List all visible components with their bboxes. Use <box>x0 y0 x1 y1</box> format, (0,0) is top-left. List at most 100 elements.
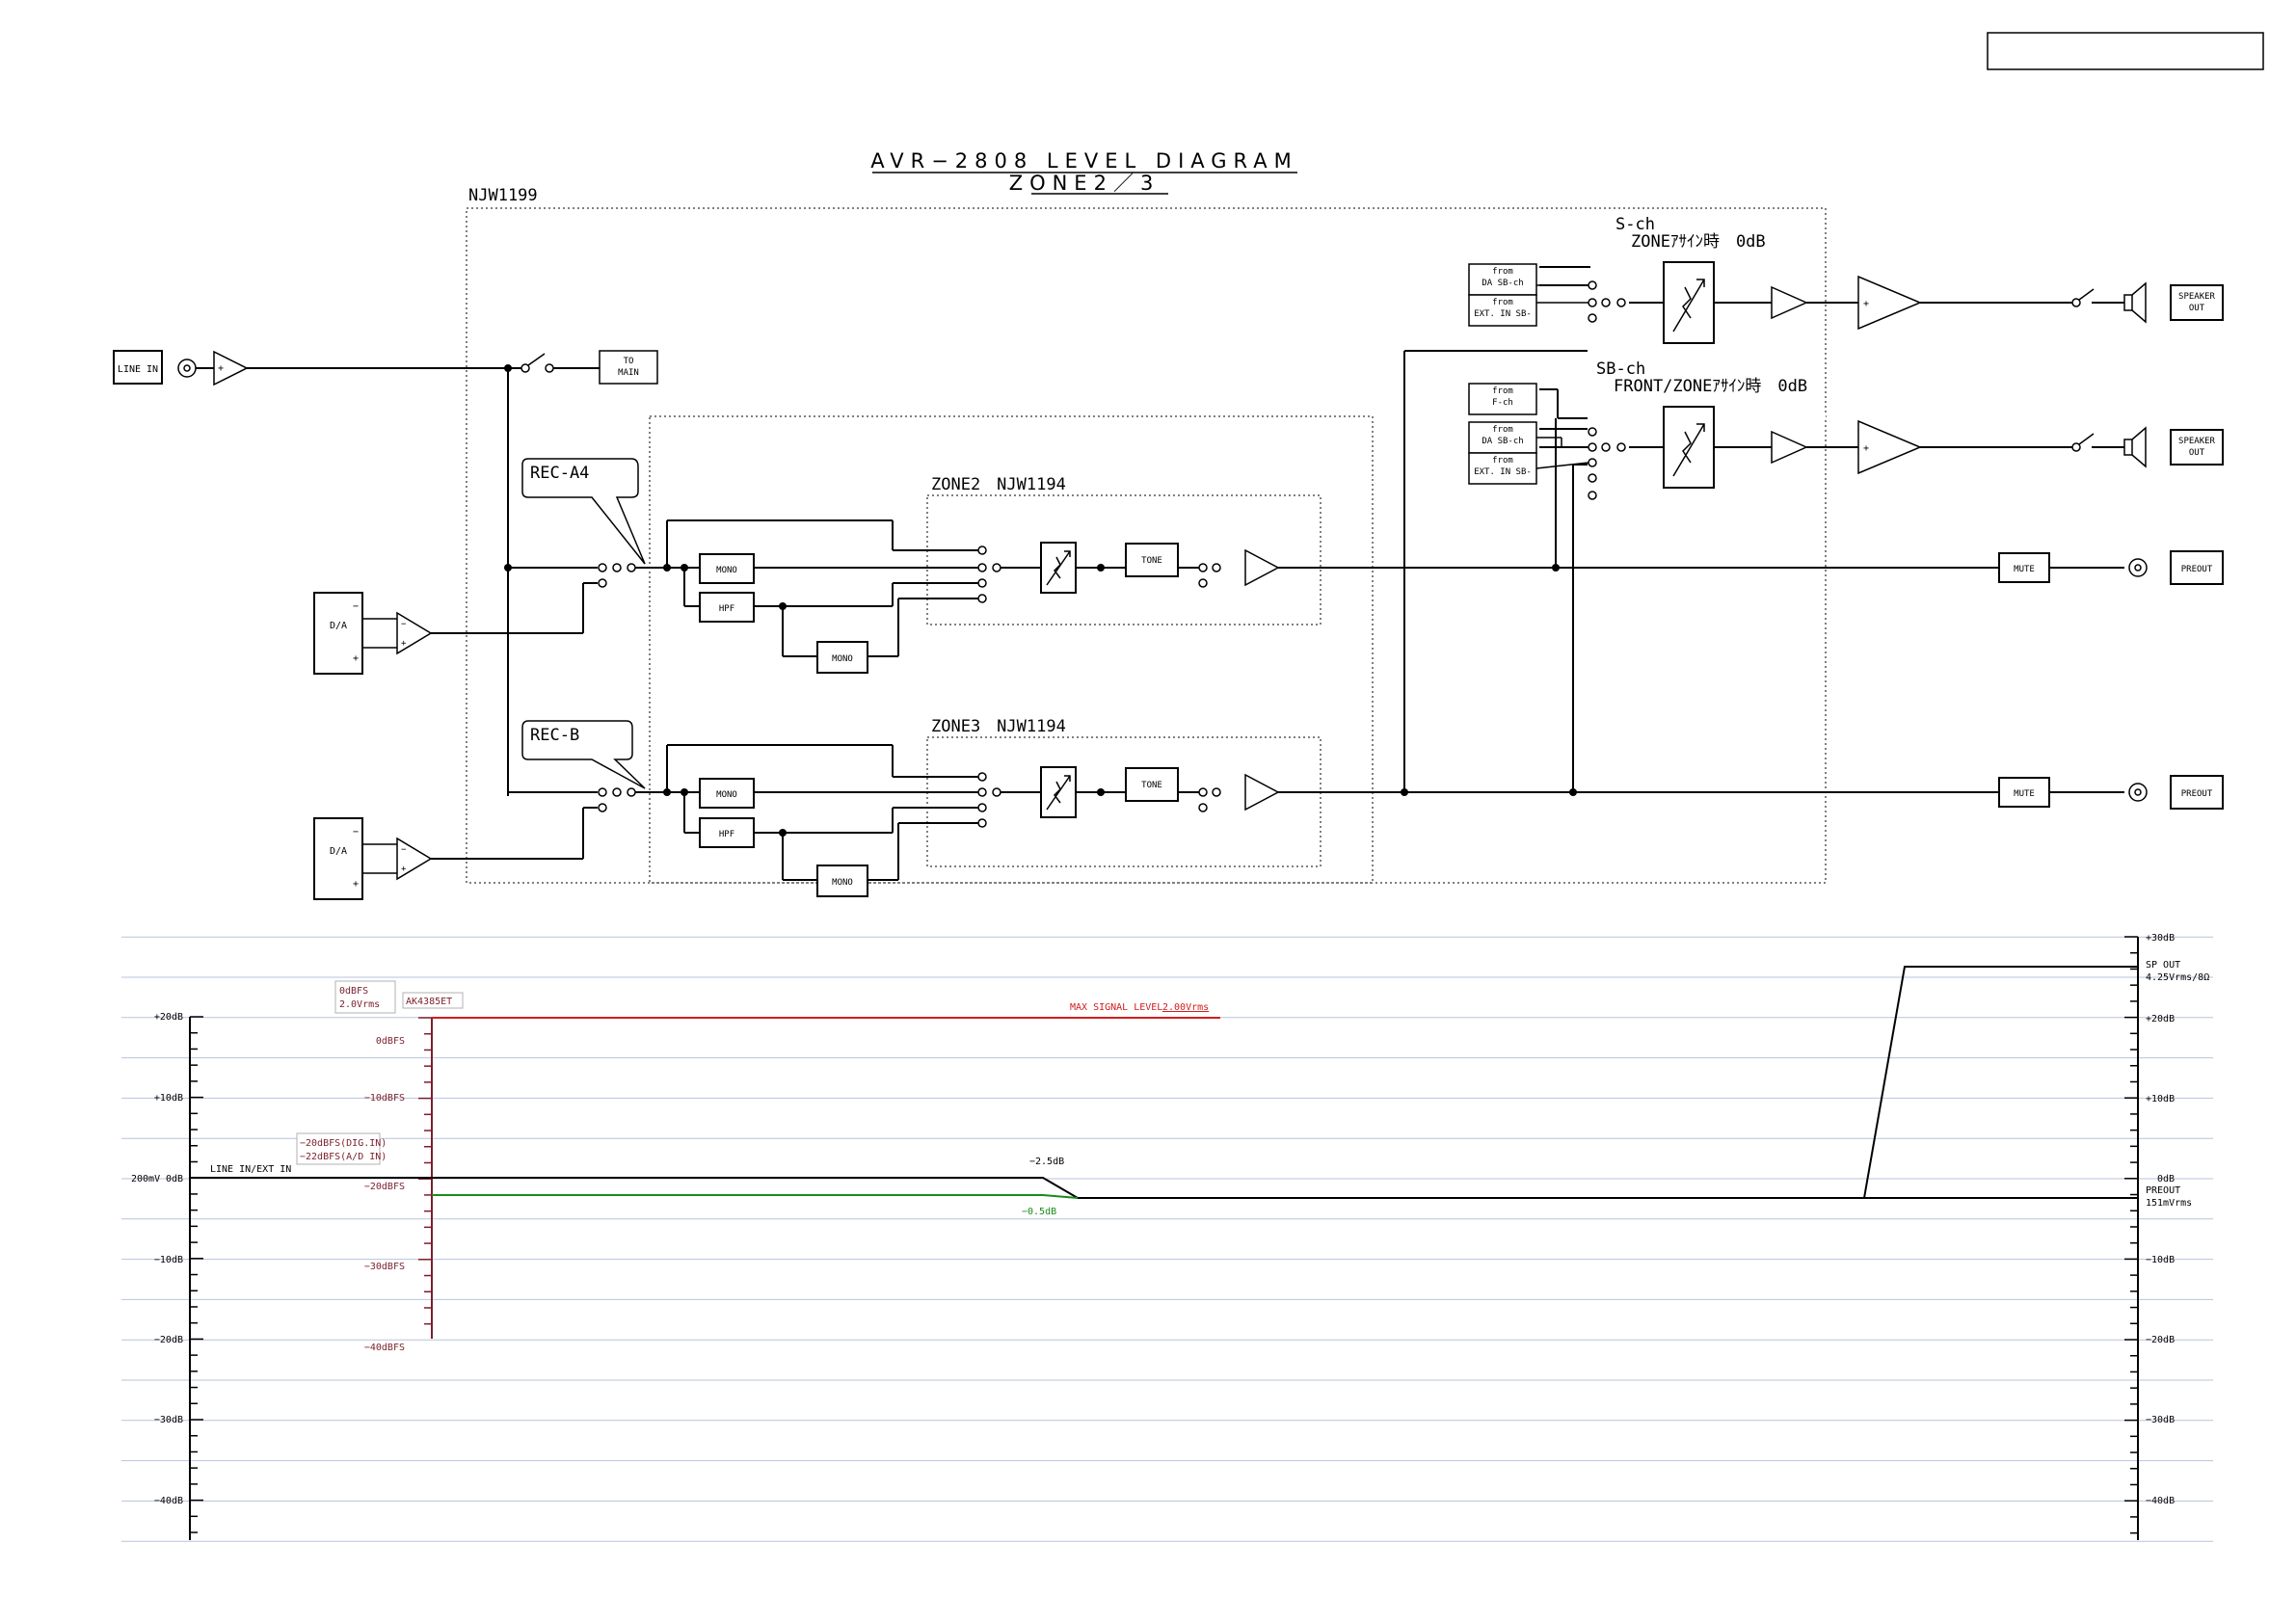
rec-a4-label: REC-A4 <box>530 464 589 483</box>
level-ticks <box>189 936 2139 1540</box>
svg-text:−30dB: −30dB <box>154 1415 183 1425</box>
svg-text:+10dB: +10dB <box>154 1093 183 1104</box>
svg-text:200mV: 200mV <box>131 1174 160 1184</box>
svg-text:−20dB: −20dB <box>2146 1335 2175 1345</box>
da-block-zone3: D/A − + − + <box>313 817 433 900</box>
svg-text:+20dB: +20dB <box>2146 1014 2175 1024</box>
mono-block-2 <box>816 641 868 674</box>
switch-blades <box>527 288 2095 445</box>
svg-text:−10dBFS: −10dBFS <box>364 1093 405 1104</box>
chip-boundaries <box>466 207 1827 884</box>
svg-text:0dBFS: 0dBFS <box>339 986 368 997</box>
title: AVR−2808 LEVEL DIAGRAM ZONE2／3 <box>870 149 1298 195</box>
zone2-blocks: MONO HPF MONO TONE <box>699 542 1280 674</box>
corner-box <box>1987 32 2264 70</box>
svg-text:F-ch: F-ch <box>1492 398 1513 408</box>
svg-text:+: + <box>218 363 224 374</box>
svg-text:+: + <box>1863 299 1869 309</box>
svg-text:+: + <box>401 639 407 649</box>
buffer-amp-icon <box>213 350 249 386</box>
svg-text:151mVrms: 151mVrms <box>2146 1198 2192 1209</box>
zone2-label: ZONE2 NJW1194 <box>931 475 1066 494</box>
svg-text:D/A: D/A <box>330 846 347 857</box>
svg-text:−22dBFS(A/D IN): −22dBFS(A/D IN) <box>300 1152 387 1162</box>
njw1199-label: NJW1199 <box>468 186 538 205</box>
svg-text:2.0Vrms: 2.0Vrms <box>339 999 380 1010</box>
svg-text:ZONEｱｻｲﾝ時 0dB: ZONEｱｻｲﾝ時 0dB <box>1631 232 1766 252</box>
svg-text:DA SB-ch: DA SB-ch <box>1482 437 1523 446</box>
svg-text:+: + <box>353 879 359 890</box>
inner-boundary <box>649 415 1374 884</box>
svg-text:S-ch: S-ch <box>1615 215 1655 234</box>
svg-text:0dBFS: 0dBFS <box>376 1036 405 1047</box>
tone-block <box>1125 543 1179 577</box>
line-in-jack-icon <box>177 359 197 378</box>
svg-text:−: − <box>401 845 407 855</box>
svg-text:OUT: OUT <box>2189 448 2205 458</box>
svg-text:−: − <box>353 827 359 838</box>
svg-text:−: − <box>401 620 407 629</box>
rec-b-callout: REC-B <box>521 720 646 789</box>
title-line1: AVR−2808 LEVEL DIAGRAM <box>870 149 1298 173</box>
svg-text:+30dB: +30dB <box>2146 933 2175 944</box>
svg-text:MONO: MONO <box>716 566 737 575</box>
output-zone2: MUTE PREOUT <box>1998 550 2224 585</box>
svg-text:SP OUT: SP OUT <box>2146 960 2180 971</box>
zone3-blocks: MONO HPF MONO TONE <box>699 766 1280 897</box>
svg-text:from: from <box>1492 267 1513 277</box>
left-scale-labels: +20dB +10dB 200mV 0dB −10dB −20dB −30dB … <box>131 1012 183 1506</box>
speaker-icon <box>2123 281 2147 324</box>
to-main-label-2: MAIN <box>618 368 639 378</box>
svg-text:PREOUT: PREOUT <box>2146 1185 2180 1196</box>
rec-a4-callout: REC-A4 <box>521 458 646 565</box>
svg-text:−10dB: −10dB <box>2146 1255 2175 1265</box>
da-block-zone2: D/A −+ −+ <box>313 592 433 675</box>
svg-text:from: from <box>1492 456 1513 466</box>
sb-ch-section: SB-ch FRONT/ZONEｱｻｲﾝ時 0dB from F-ch from… <box>1468 359 2224 489</box>
right-scale-labels: +30dB +20dB +10dB 0dB −10dB −20dB −30dB … <box>2146 933 2175 1506</box>
svg-text:EXT. IN SB-: EXT. IN SB- <box>1474 467 1532 477</box>
svg-text:+: + <box>1863 443 1869 454</box>
svg-text:0dB: 0dB <box>166 1174 183 1184</box>
dbfs-annotations: 0dBFS 2.0Vrms AK4385ET −20dBFS(DIG.IN) −… <box>296 980 464 1165</box>
svg-text:HPF: HPF <box>719 830 734 839</box>
level-annotations: MAX SIGNAL LEVEL 2.00Vrms LINE IN/EXT IN… <box>210 960 2209 1217</box>
svg-text:TONE: TONE <box>1141 556 1162 566</box>
svg-text:FRONT/ZONEｱｻｲﾝ時 0dB: FRONT/ZONEｱｻｲﾝ時 0dB <box>1614 377 1807 396</box>
switch-contacts <box>521 280 2081 828</box>
svg-text:HPF: HPF <box>719 604 734 614</box>
svg-text:+20dB: +20dB <box>154 1012 183 1023</box>
svg-text:−0.5dB: −0.5dB <box>1022 1207 1056 1217</box>
svg-text:−40dBFS: −40dBFS <box>364 1343 405 1353</box>
output-amp-icon <box>1244 548 1280 587</box>
svg-text:PREOUT: PREOUT <box>2181 789 2213 799</box>
svg-text:MONO: MONO <box>832 878 853 888</box>
mono-block <box>699 553 755 584</box>
svg-text:−40dB: −40dB <box>2146 1496 2175 1506</box>
zone3-label: ZONE3 NJW1194 <box>931 717 1066 736</box>
svg-text:AK4385ET: AK4385ET <box>406 997 452 1007</box>
svg-text:+: + <box>401 865 407 874</box>
svg-text:−40dB: −40dB <box>154 1496 183 1506</box>
level-traces <box>191 966 2138 1199</box>
svg-text:OUT: OUT <box>2189 304 2205 313</box>
svg-text:−30dB: −30dB <box>2146 1415 2175 1425</box>
dbfs-scale-labels: 0dBFS −10dBFS −20dBFS −30dBFS −40dBFS <box>364 1036 405 1353</box>
svg-text:−20dBFS: −20dBFS <box>364 1182 405 1192</box>
zone3-chip-boundary <box>926 736 1322 867</box>
svg-text:−10dB: −10dB <box>154 1255 183 1265</box>
s-ch-section: S-ch ZONEｱｻｲﾝ時 0dB from DA SB-ch from EX… <box>1468 215 2224 344</box>
line-in-block <box>113 350 163 385</box>
svg-text:from: from <box>1492 298 1513 307</box>
svg-text:SPEAKER: SPEAKER <box>2178 437 2216 446</box>
dig-trace <box>432 1194 1079 1199</box>
svg-text:TONE: TONE <box>1141 781 1162 790</box>
svg-text:MONO: MONO <box>716 790 737 800</box>
svg-text:+: + <box>353 653 359 664</box>
hpf-block <box>699 592 755 623</box>
njw1199-boundary <box>466 207 1827 884</box>
line-in-label: LINE IN <box>118 364 158 375</box>
svg-text:D/A: D/A <box>330 621 347 631</box>
svg-text:SPEAKER: SPEAKER <box>2178 292 2216 302</box>
